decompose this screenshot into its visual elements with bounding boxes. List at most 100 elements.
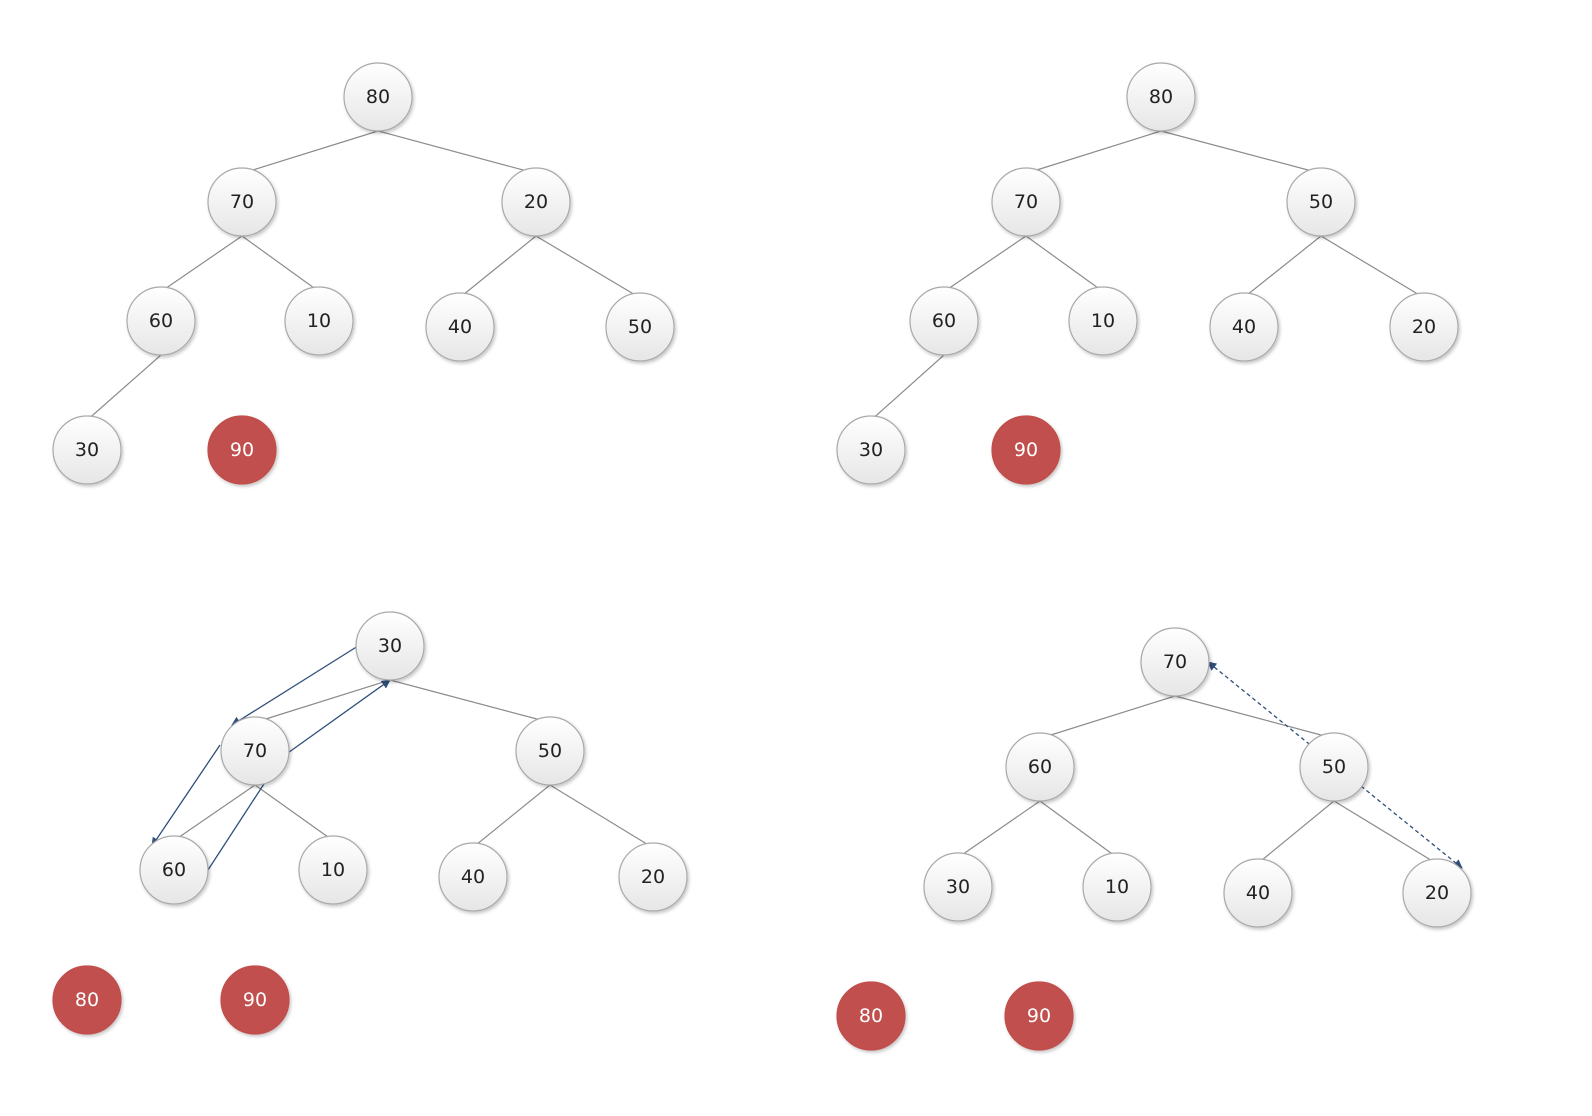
edge-80-20 (377, 130, 539, 175)
node-circle (355, 611, 425, 681)
node-circle (1223, 858, 1293, 928)
node-label: 50 (538, 740, 562, 762)
node-circle (991, 415, 1061, 485)
node-label: 20 (1425, 882, 1449, 904)
node-circle (501, 167, 571, 237)
edge-20-40 (457, 235, 537, 300)
node-label: 50 (1309, 191, 1333, 213)
node-circle (298, 835, 368, 905)
node-label: 30 (946, 876, 970, 898)
heap-node-30: 30 (836, 415, 906, 485)
node-label: 20 (524, 191, 548, 213)
node-circle (605, 292, 675, 362)
heap-node-70: 70 (1140, 627, 1210, 697)
edge-70-60 (158, 235, 243, 294)
node-label: 10 (307, 310, 331, 332)
edge-70-60 (941, 235, 1027, 294)
heap-node-50: 50 (605, 292, 675, 362)
edge-70-60 (171, 784, 256, 843)
heap-node-70: 70 (207, 167, 277, 237)
arrows-layer (151, 645, 1463, 871)
edge-80-70 (239, 130, 379, 175)
node-circle (1402, 858, 1472, 928)
node-label: 60 (149, 310, 173, 332)
edge-60-30 (955, 800, 1041, 860)
heap-node-80: 80 (1126, 62, 1196, 132)
node-label: 80 (366, 86, 390, 108)
node-circle (126, 286, 196, 356)
heap-node-50: 50 (1299, 732, 1369, 802)
heap-node-30: 30 (923, 852, 993, 922)
node-label: 30 (859, 439, 883, 461)
node-label: 70 (1014, 191, 1038, 213)
heap-node-50: 50 (515, 716, 585, 786)
heap-node-70: 70 (220, 716, 290, 786)
heap-node-60: 60 (139, 835, 209, 905)
node-circle (1082, 852, 1152, 922)
node-circle (923, 852, 993, 922)
edge-50-20 (549, 784, 656, 850)
heap-node-80: 80 (343, 62, 413, 132)
node-label: 90 (1014, 439, 1038, 461)
node-label: 40 (1232, 316, 1256, 338)
edge-60-30 (84, 354, 162, 423)
sorted-node-90: 90 (207, 415, 277, 485)
edge-70-10 (1025, 235, 1106, 294)
node-label: 40 (461, 866, 485, 888)
node-label: 60 (1028, 756, 1052, 778)
node-circle (618, 842, 688, 912)
heap-node-20: 20 (501, 167, 571, 237)
node-circle (991, 167, 1061, 237)
sorted-node-90: 90 (991, 415, 1061, 485)
edge-20-50 (535, 235, 643, 300)
heap-node-60: 60 (1005, 732, 1075, 802)
sorted-node-90: 90 (220, 965, 290, 1035)
node-circle (836, 415, 906, 485)
node-circle (52, 415, 122, 485)
node-label: 10 (1091, 310, 1115, 332)
heap-node-40: 40 (1209, 292, 1279, 362)
node-label: 90 (1027, 1005, 1051, 1027)
node-circle (1068, 286, 1138, 356)
swap-arrow-3-2 (151, 744, 221, 847)
node-circle (909, 286, 979, 356)
heap-node-40: 40 (425, 292, 495, 362)
edge-50-40 (470, 784, 551, 850)
heap-node-40: 40 (438, 842, 508, 912)
edge-70-60 (1037, 695, 1176, 740)
node-label: 50 (628, 316, 652, 338)
edge-70-10 (254, 784, 336, 843)
node-circle (1005, 732, 1075, 802)
heap-node-30: 30 (355, 611, 425, 681)
node-circle (1389, 292, 1459, 362)
node-label: 10 (321, 859, 345, 881)
node-label: 70 (243, 740, 267, 762)
node-circle (343, 62, 413, 132)
node-circle (207, 415, 277, 485)
node-label: 50 (1322, 756, 1346, 778)
nodes-layer: 80 70 20 60 10 40 50 30 90 80 70 50 60 10 40 20 30 90 30 70… (52, 62, 1472, 1051)
sorted-node-80: 80 (836, 981, 906, 1051)
heap-node-20: 20 (618, 842, 688, 912)
node-circle (425, 292, 495, 362)
edge-60-30 (868, 354, 945, 423)
node-label: 80 (1149, 86, 1173, 108)
node-label: 70 (1163, 651, 1187, 673)
heap-node-50: 50 (1286, 167, 1356, 237)
heap-node-30: 30 (52, 415, 122, 485)
heap-node-10: 10 (298, 835, 368, 905)
node-label: 40 (1246, 882, 1270, 904)
swap-arrow-3-4 (284, 679, 391, 756)
node-circle (1140, 627, 1210, 697)
edge-80-50 (1160, 130, 1324, 175)
heap-node-70: 70 (991, 167, 1061, 237)
node-circle (1126, 62, 1196, 132)
edge-70-10 (241, 235, 322, 294)
node-label: 30 (75, 439, 99, 461)
sorted-node-90: 90 (1004, 981, 1074, 1051)
node-circle (515, 716, 585, 786)
node-circle (1004, 981, 1074, 1051)
node-circle (1209, 292, 1279, 362)
node-label: 80 (75, 989, 99, 1011)
